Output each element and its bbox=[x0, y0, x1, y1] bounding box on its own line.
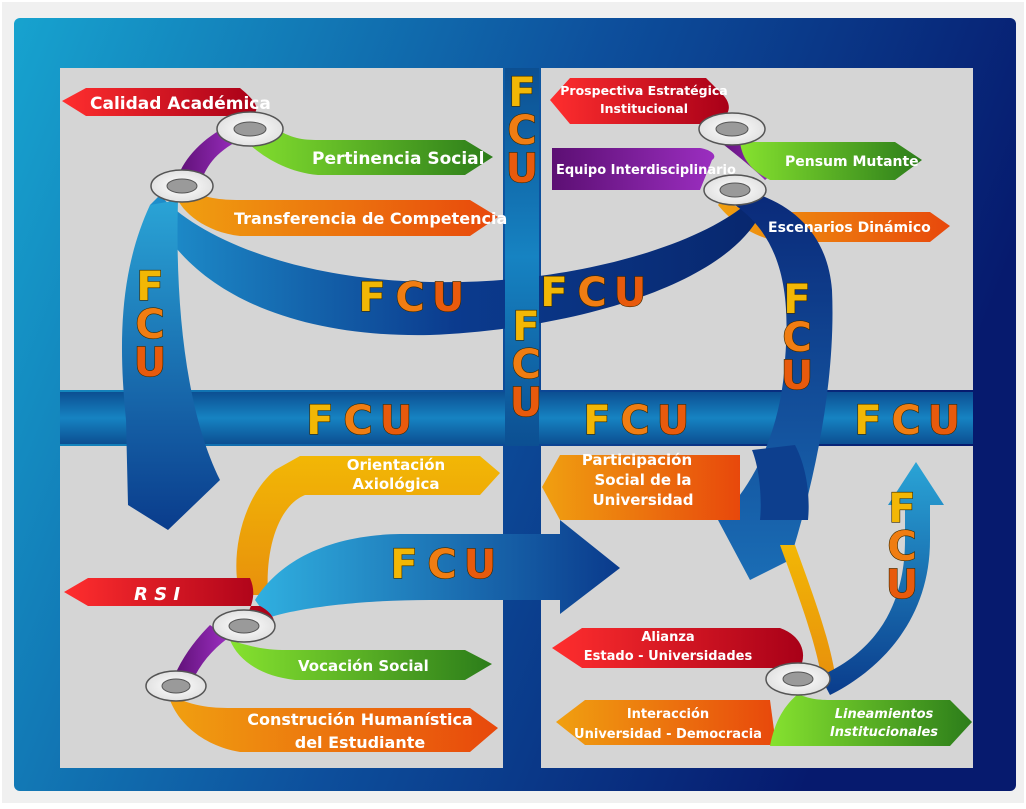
fcu-letter-f: F bbox=[508, 70, 535, 116]
fcu-letter-f: F bbox=[512, 304, 539, 350]
pensum-label: Pensum Mutante bbox=[785, 154, 919, 170]
alianza-label-2: Estado - Universidades bbox=[584, 649, 753, 664]
tl-ring-upper bbox=[216, 111, 284, 147]
lineamientos-label-2: Institucionales bbox=[830, 725, 938, 740]
fcu-letter-u: U bbox=[657, 398, 689, 444]
participacion-label-3: Universidad bbox=[592, 491, 693, 509]
prospectiva-label-2: Institucional bbox=[600, 101, 688, 116]
vocacion-arrow bbox=[230, 640, 492, 680]
fcu-letter-c: C bbox=[782, 315, 811, 361]
fcu-letter-u: U bbox=[432, 275, 464, 321]
fcu-letter-f: F bbox=[358, 275, 385, 321]
construccion-arrow bbox=[168, 694, 498, 752]
fcu-letter-c: C bbox=[395, 275, 424, 321]
pensum-arrow bbox=[740, 142, 922, 180]
fcu-letter-c: C bbox=[135, 302, 164, 348]
interaccion-label-1: Interacción bbox=[627, 707, 709, 722]
fcu-letter-f: F bbox=[540, 270, 567, 316]
bl-big-arrow bbox=[255, 520, 620, 618]
br-ring bbox=[765, 662, 831, 696]
fcu-letter-f: F bbox=[854, 398, 881, 444]
left-swoosh bbox=[121, 200, 220, 530]
fcu-letter-u: U bbox=[781, 353, 813, 399]
top-swoosh bbox=[150, 195, 760, 336]
transferencia-label: Transferencia de Competencia bbox=[234, 209, 507, 228]
fcu-letter-u: U bbox=[928, 398, 960, 444]
participacion-label-1: Participación bbox=[582, 451, 692, 469]
fcu-letter-f: F bbox=[888, 486, 915, 532]
equipo-arrow bbox=[552, 148, 715, 190]
fcu-letter-f: F bbox=[583, 398, 610, 444]
fcu-right-swoosh: FCU bbox=[780, 276, 814, 399]
bl-ring-lower bbox=[145, 670, 207, 702]
orientacion-arrow bbox=[236, 456, 500, 595]
br-rising-arrow bbox=[820, 462, 944, 695]
br-orange-stem bbox=[780, 545, 836, 680]
fcu-letter-c: C bbox=[343, 398, 372, 444]
fcu-letter-u: U bbox=[506, 146, 538, 192]
rsi-arrow bbox=[64, 578, 274, 625]
lineamientos-arrow bbox=[770, 694, 972, 746]
transferencia-arrow bbox=[176, 190, 498, 236]
vocacion-label: Vocación Social bbox=[298, 657, 429, 675]
fcu-bottom-right-arrow: FCU bbox=[885, 485, 919, 608]
lineamientos-label-1: Lineamientos bbox=[835, 707, 934, 722]
fcu-letter-u: U bbox=[886, 562, 918, 608]
pertinencia-label: Pertinencia Social bbox=[312, 149, 484, 169]
calidad-arrow bbox=[62, 88, 257, 116]
rsi-label: R S I bbox=[134, 584, 180, 605]
construccion-label-1: Construción Humanística bbox=[247, 710, 473, 729]
fcu-letter-u: U bbox=[614, 270, 646, 316]
alianza-arrow bbox=[552, 628, 804, 668]
alianza-label-1: Alianza bbox=[641, 630, 694, 645]
fcu-letter-u: U bbox=[464, 542, 496, 588]
orientacion-label-1: Orientación bbox=[347, 456, 445, 474]
fcu-center-vertical: FCU bbox=[509, 303, 543, 426]
fcu-letter-f: F bbox=[783, 277, 810, 323]
bl-ring-upper bbox=[212, 609, 276, 643]
fcu-letter-f: F bbox=[136, 264, 163, 310]
fcu-letter-c: C bbox=[891, 398, 920, 444]
vertical-band bbox=[505, 68, 539, 446]
calidad-label: Calidad Académica bbox=[90, 94, 271, 114]
fcu-letter-u: U bbox=[134, 340, 166, 386]
fcu-letter-f: F bbox=[306, 398, 333, 444]
fcu-letter-u: U bbox=[510, 380, 542, 426]
pertinencia-arrow bbox=[238, 118, 493, 175]
fcu-letter-c: C bbox=[577, 270, 606, 316]
fcu-letter-c: C bbox=[620, 398, 649, 444]
participacion-arrow bbox=[542, 455, 740, 520]
equipo-label: Equipo Interdisciplinario bbox=[556, 163, 736, 178]
tl-ring-lower bbox=[150, 169, 214, 203]
fcu-letter-c: C bbox=[887, 524, 916, 570]
fcu-left-swoosh: FCU bbox=[133, 263, 167, 386]
fcu-letter-u: U bbox=[380, 398, 412, 444]
bl-purple-connector bbox=[172, 625, 228, 682]
construccion-label-2: del Estudiante bbox=[295, 733, 426, 752]
interaccion-label-2: Universidad - Democracia bbox=[574, 727, 762, 742]
tr-ring-lower bbox=[703, 174, 767, 206]
fcu-top-center-vertical: FCU bbox=[505, 69, 539, 192]
fcu-letter-c: C bbox=[507, 108, 536, 154]
participacion-label-2: Social de la bbox=[594, 471, 691, 489]
fcu-letter-c: C bbox=[511, 342, 540, 388]
br-swoosh-tail bbox=[752, 445, 809, 520]
prospectiva-arrow bbox=[550, 78, 729, 124]
interaccion-arrow bbox=[556, 700, 776, 745]
fcu-letter-f: F bbox=[390, 542, 417, 588]
orientacion-label-2: Axiológica bbox=[352, 475, 439, 493]
fcu-letter-c: C bbox=[427, 542, 456, 588]
prospectiva-label-1: Prospectiva Estratégica bbox=[560, 83, 727, 98]
escenarios-label: Escenarios Dinámico bbox=[768, 220, 931, 236]
tr-ring-upper bbox=[698, 112, 766, 146]
